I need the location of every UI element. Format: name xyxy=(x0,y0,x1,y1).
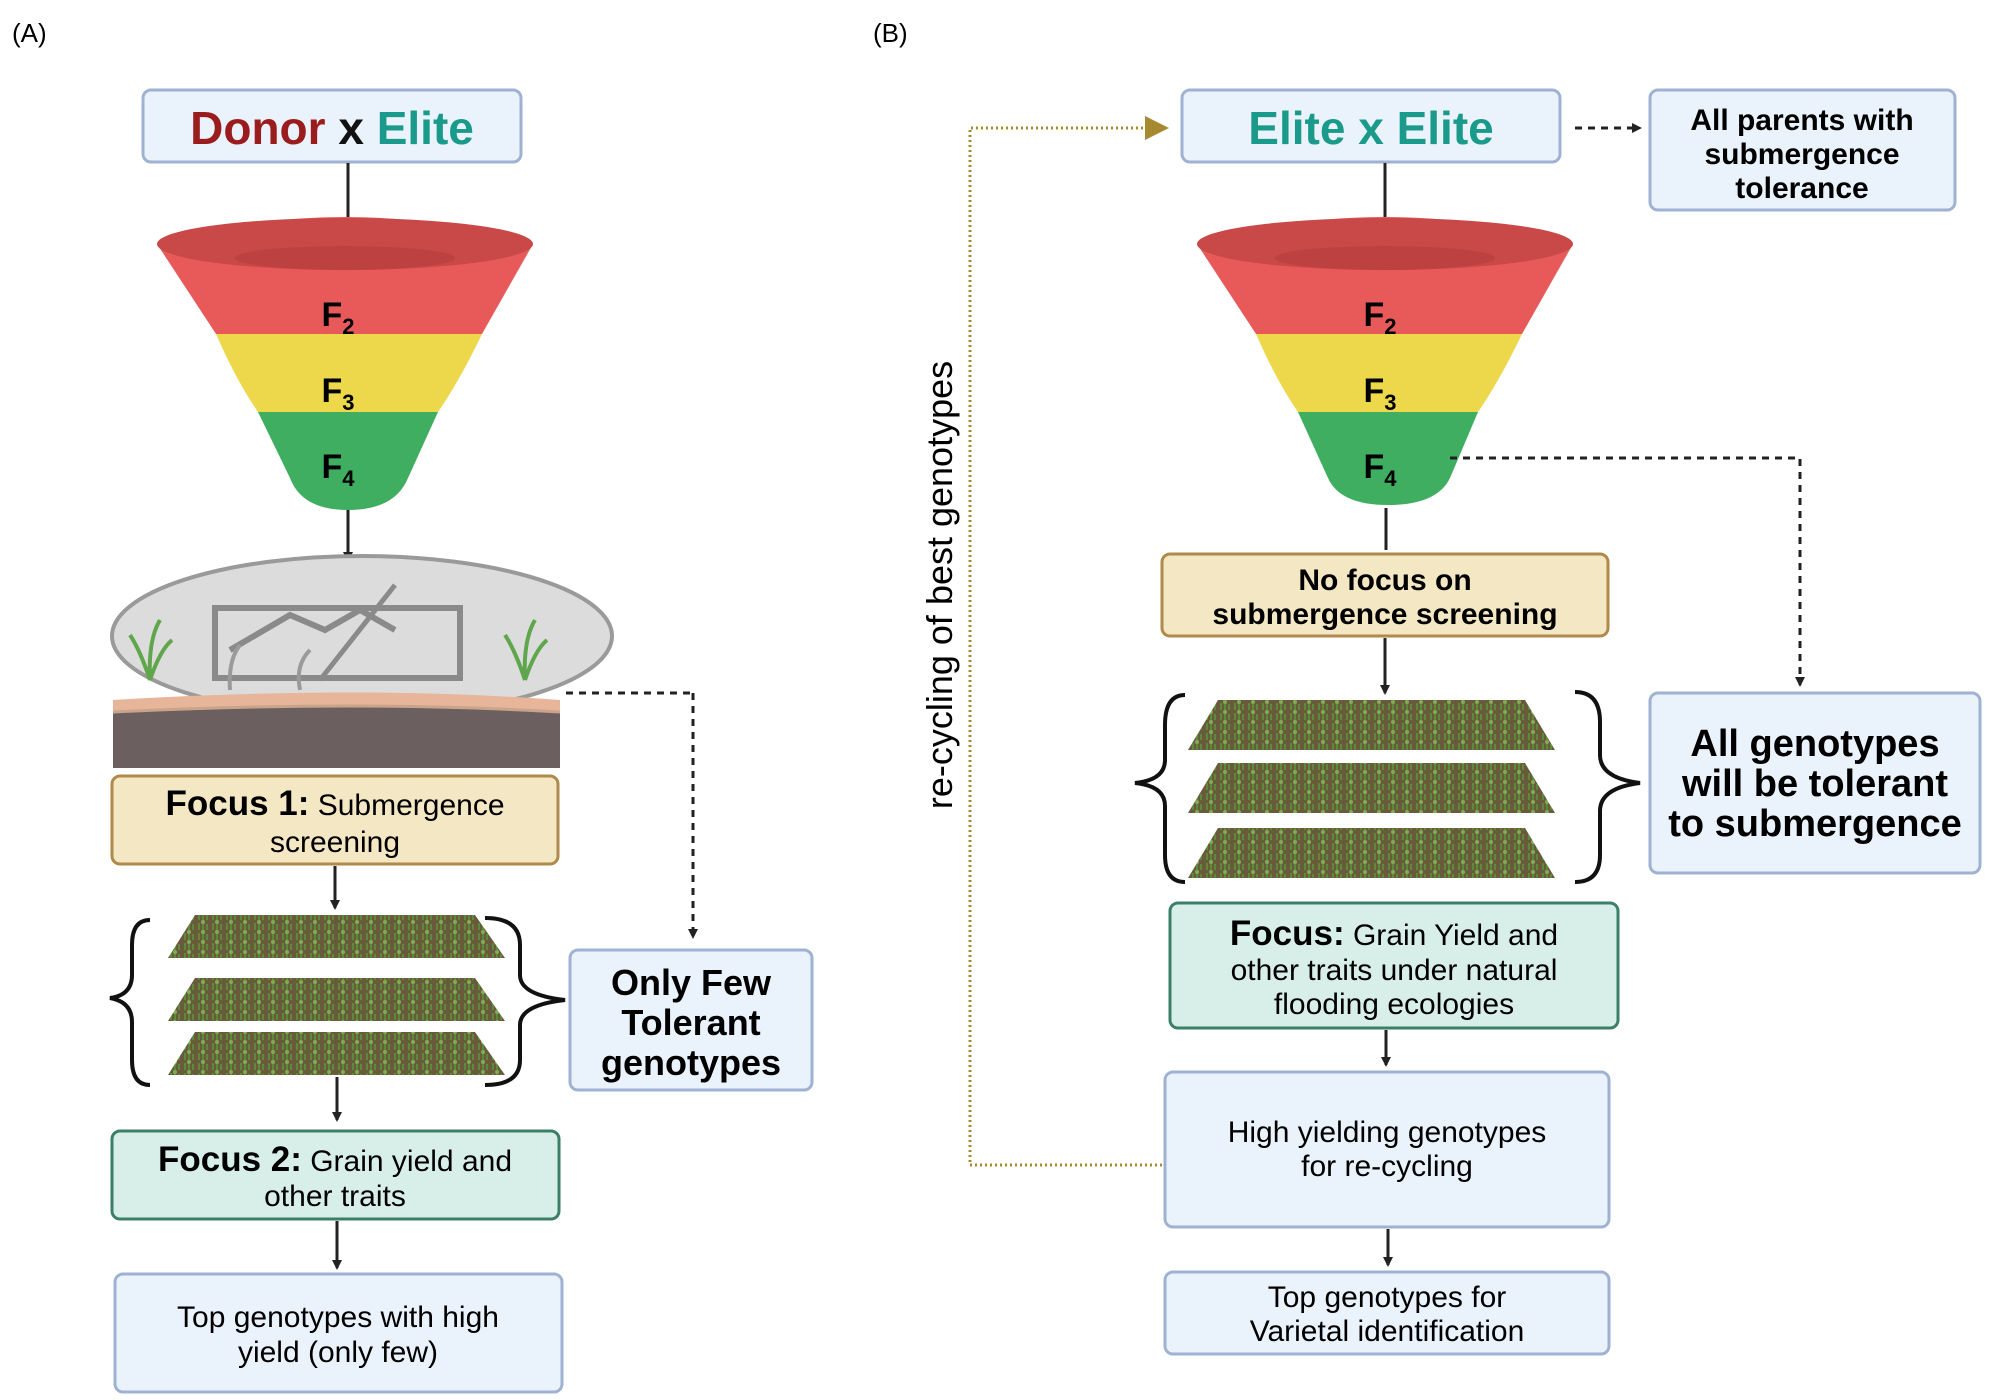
panel-a-cross-box: Donor x Elite xyxy=(141,88,523,164)
focus1-line2: screening xyxy=(270,826,400,859)
panel-a-funnel: F2 F3 F4 xyxy=(157,217,533,510)
high-yield-line1: High yielding genotypes xyxy=(1228,1116,1547,1149)
funnel-b-f3: F3 xyxy=(1363,372,1396,415)
svg-text:Focus 1: Submergence: Focus 1: Submergence xyxy=(165,784,504,823)
svg-text:Elite x Elite: Elite x Elite xyxy=(1248,102,1493,154)
top-a-line1: Top genotypes with high xyxy=(177,1301,499,1334)
focus2-line2: other traits xyxy=(264,1180,406,1213)
panel-b-label: (B) xyxy=(873,18,908,48)
svg-text:Focus 2: Grain yield and: Focus 2: Grain yield and xyxy=(158,1140,512,1179)
focus1-line1: Submergence xyxy=(309,789,504,822)
focus2-bold: Focus 2: xyxy=(158,1140,302,1179)
few-tolerant-line2: Tolerant xyxy=(621,1002,760,1043)
cross-b-x: x xyxy=(1358,102,1384,154)
recycling-loop-line xyxy=(968,116,1169,1167)
focus2-box: Focus 2: Grain yield and other traits xyxy=(110,1129,561,1221)
top-a-line2: yield (only few) xyxy=(238,1336,438,1369)
focus-b-line1: Grain Yield and xyxy=(1345,919,1558,952)
high-yield-box: High yielding genotypes for re-cycling xyxy=(1163,1070,1611,1229)
focus-b-line2: other traits under natural xyxy=(1231,954,1558,987)
submergence-screening-illustration xyxy=(110,554,614,768)
panel-a-top-genotypes-box: Top genotypes with high yield (only few) xyxy=(113,1272,564,1394)
panel-b-cross-box: Elite x Elite xyxy=(1180,88,1562,164)
focus-b-bold: Focus: xyxy=(1230,914,1345,953)
focus1-bold: Focus 1: xyxy=(165,784,309,823)
svg-text:Donor x Elite: Donor x Elite xyxy=(190,102,474,154)
elite-left-label: Elite xyxy=(1248,102,1345,154)
focus2-line1: Grain yield and xyxy=(302,1145,512,1178)
svg-text:Focus: Grain Yield and: Focus: Grain Yield and xyxy=(1230,914,1558,953)
top-b-line1: Top genotypes for xyxy=(1268,1281,1507,1314)
funnel-b-f4: F4 xyxy=(1363,448,1397,491)
top-b-line2: Varietal identification xyxy=(1250,1315,1525,1348)
donor-label: Donor xyxy=(190,102,326,154)
no-focus-box: No focus on submergence screening xyxy=(1160,552,1610,638)
funnel-a-f4: F4 xyxy=(321,448,355,491)
few-tolerant-line1: Only Few xyxy=(611,962,772,1003)
recycling-label: re-cycling of best genotypes xyxy=(919,361,960,809)
all-tolerant-box: All genotypes will be tolerant to submer… xyxy=(1648,691,1982,875)
panel-a-field-layers xyxy=(109,915,566,1087)
elite-right-label: Elite xyxy=(1397,102,1494,154)
focus-b-box: Focus: Grain Yield and other traits unde… xyxy=(1168,901,1620,1030)
panel-b-top-genotypes-box: Top genotypes for Varietal identificatio… xyxy=(1163,1270,1611,1356)
panel-b-field-layers xyxy=(1134,690,1641,884)
parents-line1: All parents with xyxy=(1690,104,1913,137)
panel-a-label: (A) xyxy=(12,18,47,48)
all-tolerant-line1: All genotypes xyxy=(1690,723,1939,765)
few-tolerant-line3: genotypes xyxy=(601,1042,781,1083)
all-tolerant-line3: to submergence xyxy=(1668,803,1962,845)
focus1-box: Focus 1: Submergence screening xyxy=(110,774,560,866)
all-tolerant-line2: will be tolerant xyxy=(1681,763,1948,805)
panel-b-funnel: F2 F3 F4 xyxy=(1197,217,1573,505)
few-tolerant-box: Only Few Tolerant genotypes xyxy=(568,948,814,1092)
elite-label: Elite xyxy=(377,102,474,154)
all-parents-box: All parents with submergence tolerance xyxy=(1648,88,1957,212)
high-yield-line2: for re-cycling xyxy=(1301,1150,1473,1183)
parents-line3: tolerance xyxy=(1735,172,1868,205)
parents-line2: submergence xyxy=(1704,138,1899,171)
focus-b-line3: flooding ecologies xyxy=(1274,988,1514,1021)
cross-x: x xyxy=(338,102,364,154)
nofocus-line1: No focus on xyxy=(1298,564,1471,597)
funnel-a-f2: F2 xyxy=(321,296,354,339)
nofocus-line2: submergence screening xyxy=(1212,598,1557,631)
funnel-b-f2: F2 xyxy=(1363,296,1396,339)
funnel-a-f3: F3 xyxy=(321,372,354,415)
